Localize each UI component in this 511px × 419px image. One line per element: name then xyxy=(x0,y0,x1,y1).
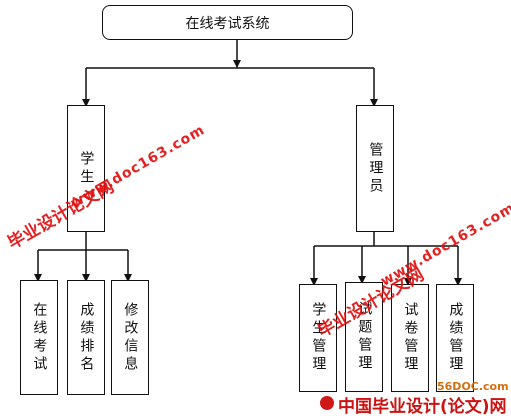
student-child-label: 修改信息 xyxy=(122,301,139,374)
student-node: 学生 xyxy=(67,105,105,232)
student-child-ranking: 成绩排名 xyxy=(67,280,105,395)
admin-node: 管理员 xyxy=(356,105,394,232)
student-child-exam: 在线考试 xyxy=(20,280,58,395)
admin-child-label: 学生管理 xyxy=(310,302,327,374)
admin-label: 管理员 xyxy=(367,141,384,196)
student-child-label: 在线考试 xyxy=(31,301,48,374)
student-child-edit: 修改信息 xyxy=(111,280,149,395)
student-label: 学生 xyxy=(78,150,95,187)
admin-child-questions: 试题管理 xyxy=(345,282,383,392)
root-label: 在线考试系统 xyxy=(185,15,270,32)
footer-logo-text: 中国毕业设计(论文)网 xyxy=(338,397,507,417)
admin-child-papers: 试卷管理 xyxy=(391,284,429,392)
student-child-label: 成绩排名 xyxy=(78,301,95,374)
root-node: 在线考试系统 xyxy=(102,5,353,40)
logo-mark-icon xyxy=(320,396,334,410)
footer-site: 56DOC.com xyxy=(437,380,509,393)
admin-child-label: 试题管理 xyxy=(356,301,373,373)
admin-child-grades: 成绩管理 xyxy=(436,284,474,392)
admin-child-students: 学生管理 xyxy=(299,284,337,392)
footer-logo: 中国毕业设计(论文)网 56DOC.com xyxy=(312,380,509,417)
admin-child-label: 试卷管理 xyxy=(402,302,419,374)
admin-child-label: 成绩管理 xyxy=(447,302,464,374)
